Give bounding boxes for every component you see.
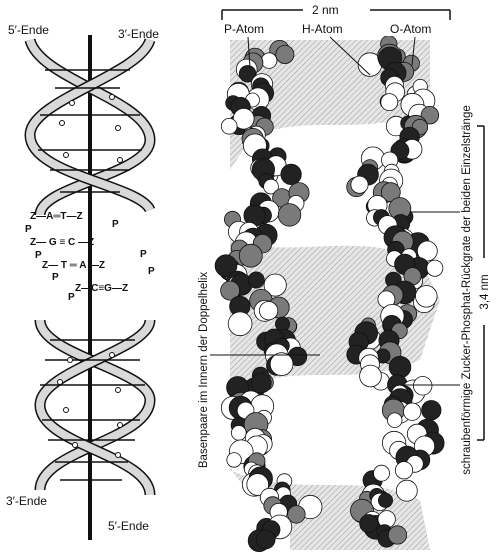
atom-sphere [287,505,306,524]
phosphate-label-1: P [25,224,32,235]
upper-ribbon-dots [59,94,123,163]
h-atom-label: H-Atom [302,22,343,36]
atom-sphere [258,301,279,321]
base-pairs-vertical-label: Basenpaare im Innern der Doppelhelix [198,272,210,469]
label-5-end-bottom: 5′-Ende [108,519,149,533]
o-atom-label: O-Atom [390,22,431,36]
atom-sphere [247,271,265,289]
atom-sphere [421,400,442,421]
atom-sphere [220,118,238,135]
atom-sphere [269,352,294,376]
label-pointers [210,211,460,386]
atom-sphere [359,364,382,388]
atom-sphere [416,240,438,262]
scale-3-4nm-label: 3,4 nm [479,274,491,309]
base-pair-row-3: Z— T ═ A —Z [42,260,105,271]
atom-sphere [238,65,257,83]
atom-sphere [403,402,422,421]
scale-3-4nm [477,125,485,441]
upper-helix [24,37,156,217]
atom-sphere [394,461,414,480]
atom-sphere [255,529,276,550]
dna-ribbon-model: 5′-Ende 3′-Ende 3′-Ende 5′-Ende Z—A═T—Z … [6,23,159,540]
atom-sphere [260,52,278,69]
phosphate-label-3: P [52,272,59,283]
atom-sphere [413,376,433,396]
base-pair-row-4: Z—C≡G—Z [75,283,128,294]
label-3-end-bottom: 3′-Ende [6,494,47,508]
label-5-end-top: 5′-Ende [8,23,49,37]
base-pair-row-1: Z—A═T—Z [30,211,83,222]
atom-sphere [415,285,438,308]
atom-sphere [395,479,418,502]
atom-sphere [280,163,302,185]
atom-spheres [214,35,445,552]
atom-sphere [220,280,241,301]
phosphate-label-2: P [35,250,42,261]
atom-sphere [275,45,295,65]
atom-sphere [226,452,242,468]
atom-sphere [350,175,369,194]
atom-sphere [380,93,399,111]
atom-sphere [426,259,444,277]
backbone-vertical-label: schraubenförmige Zucker-Phosphat-Rückgra… [461,105,473,474]
atom-pointers [247,36,416,76]
lower-ribbon-dots [57,352,123,458]
p-atom-bg [220,22,280,36]
phosphate-label-5: P [140,249,147,260]
atom-sphere [227,311,253,337]
atom-sphere [387,412,403,428]
phosphate-label-4: P [112,219,119,230]
atom-sphere [387,525,408,545]
o-atom-bg [386,22,450,36]
atom-sphere [274,316,290,332]
scale-2nm-label: 2 nm [312,3,339,17]
atom-sphere [373,464,390,482]
atom-sphere [420,105,440,125]
atom-sphere [232,107,255,130]
atom-sphere [388,355,412,379]
space-filling-model: 2 nm P-Atom H-Atom O-Atom 3,4 nm [210,3,491,552]
atom-sphere [246,473,270,496]
atom-sphere [263,273,287,297]
base-pair-row-2: Z— G ≡ C —Z [30,237,94,248]
atom-sphere [231,425,247,441]
atom-sphere [377,492,393,508]
base-pair-core [230,40,440,550]
atom-sphere [277,203,302,227]
atom-sphere [263,178,279,195]
h-atom-bg [298,22,362,36]
lower-helix [34,318,156,496]
scale-2nm [221,9,451,20]
p-atom-label: P-Atom [224,22,264,36]
atom-sphere [214,254,238,278]
label-3-end-top: 3′-Ende [118,27,159,41]
phosphate-label-6: P [148,266,155,277]
atom-sphere [238,243,263,268]
atom-sphere [250,372,272,394]
phosphate-label-7: P [68,292,75,303]
atom-sphere [359,514,379,534]
